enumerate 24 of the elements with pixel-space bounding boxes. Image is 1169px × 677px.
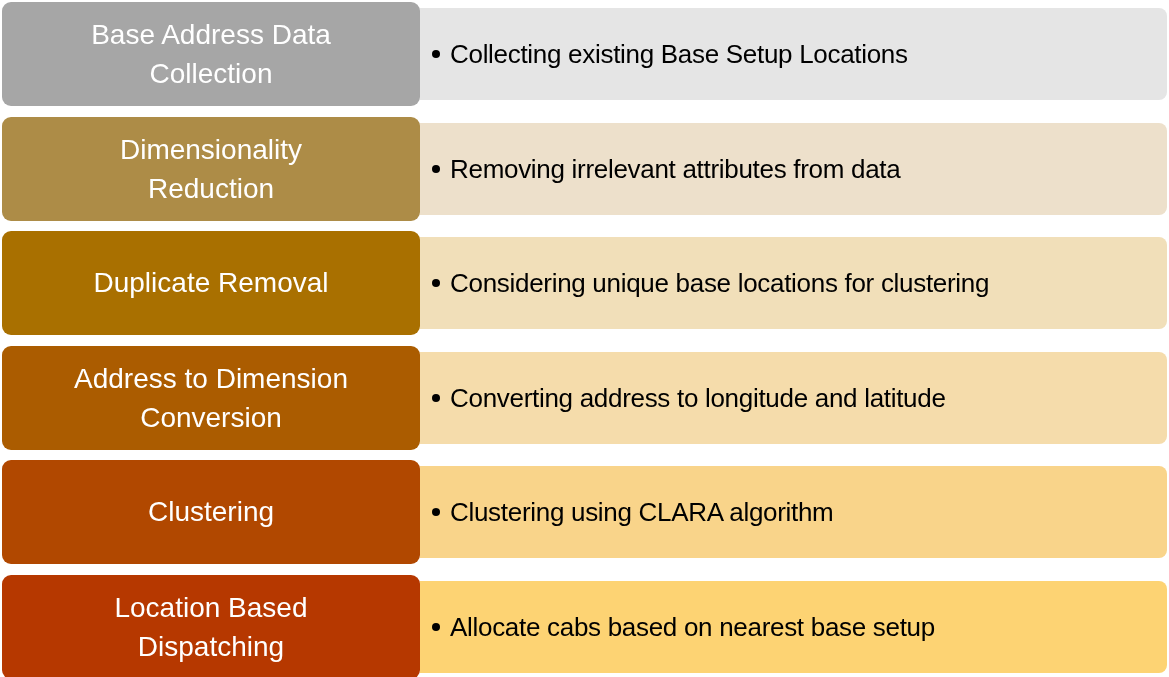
- description-text: Collecting existing Base Setup Locations: [450, 38, 908, 70]
- step-title: Location Based Dispatching: [113, 590, 309, 664]
- description-text: Removing irrelevant attributes from data: [450, 153, 901, 185]
- step-box: [2, 575, 420, 677]
- step-box: [2, 231, 420, 335]
- step-box: [2, 460, 420, 564]
- description-text: Converting address to longitude and latitude: [450, 382, 946, 414]
- description-text: Allocate cabs based on nearest base setup: [450, 611, 935, 643]
- description-text: Clustering using CLARA algorithm: [450, 496, 834, 528]
- step-title: Dimensionality Reduction: [118, 132, 304, 206]
- step-box: [2, 117, 420, 221]
- description-band: [420, 237, 1167, 329]
- description-band: [420, 466, 1167, 558]
- description-band: [420, 352, 1167, 444]
- step-box: [2, 2, 420, 106]
- step-box: [2, 346, 420, 450]
- description-band: [420, 581, 1167, 673]
- step-title: Address to Dimension Conversion: [73, 361, 349, 435]
- description-text: Considering unique base locations for clustering: [450, 267, 990, 299]
- description-band: [420, 123, 1167, 215]
- step-title: Clustering: [147, 495, 275, 530]
- step-title: Base Address Data Collection: [90, 17, 332, 91]
- step-title: Duplicate Removal: [93, 266, 329, 301]
- description-band: [420, 8, 1167, 100]
